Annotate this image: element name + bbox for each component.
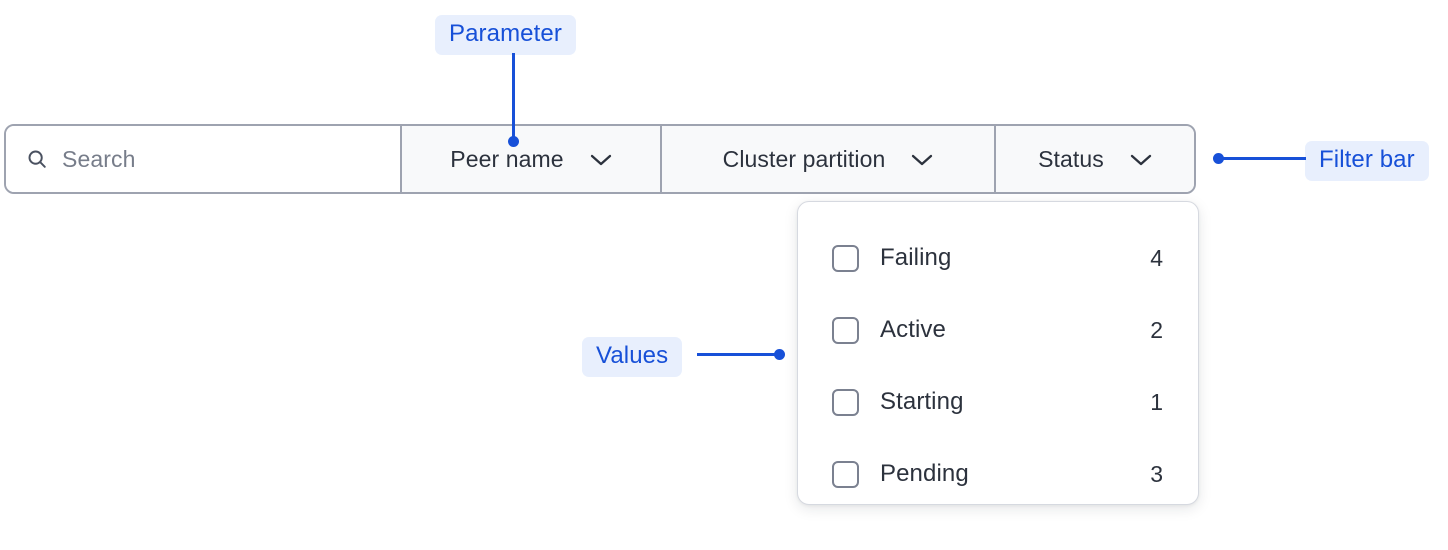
- cluster-partition-dropdown-label: Cluster partition: [722, 145, 886, 172]
- list-item-count: 4: [1150, 244, 1163, 271]
- search-field[interactable]: Search: [6, 126, 402, 192]
- annotation-values: Values: [582, 337, 683, 377]
- list-item-label: Failing: [880, 244, 952, 271]
- annotation-filter-bar: Filter bar: [1305, 141, 1429, 181]
- filter-bar: Search Peer name Cluster partition Statu…: [4, 124, 1196, 194]
- list-item[interactable]: Failing 4: [798, 222, 1198, 294]
- checkbox-failing[interactable]: [832, 244, 859, 272]
- list-item-label: Starting: [880, 388, 964, 415]
- annotation-dot-parameter: [508, 136, 519, 147]
- annotation-leader-values: [697, 353, 779, 356]
- list-item-label: Pending: [880, 460, 969, 487]
- annotation-parameter: Parameter: [435, 15, 576, 55]
- search-icon: [26, 148, 48, 170]
- list-item-label: Active: [880, 316, 946, 343]
- status-dropdown-panel: Failing 4 Active 2 Starting 1 Pending 3: [797, 201, 1199, 505]
- annotation-leader-parameter: [512, 53, 515, 141]
- list-item-count: 3: [1150, 460, 1163, 487]
- list-item-count: 1: [1150, 388, 1163, 415]
- annotation-leader-filter-bar: [1223, 157, 1306, 160]
- chevron-down-icon: [590, 153, 612, 166]
- checkbox-active[interactable]: [832, 316, 859, 344]
- peer-name-dropdown-label: Peer name: [450, 145, 564, 172]
- annotation-dot-values: [774, 349, 785, 360]
- list-item[interactable]: Starting 1: [798, 366, 1198, 438]
- status-dropdown-label: Status: [1038, 145, 1104, 172]
- chevron-down-icon: [911, 153, 933, 166]
- peer-name-dropdown[interactable]: Peer name: [402, 126, 662, 192]
- status-dropdown[interactable]: Status: [996, 126, 1194, 192]
- list-item[interactable]: Active 2: [798, 294, 1198, 366]
- chevron-down-icon: [1130, 153, 1152, 166]
- annotation-dot-filter-bar: [1213, 153, 1224, 164]
- list-item[interactable]: Pending 3: [798, 438, 1198, 510]
- checkbox-starting[interactable]: [832, 388, 859, 416]
- search-placeholder: Search: [62, 145, 136, 172]
- checkbox-pending[interactable]: [832, 460, 859, 488]
- cluster-partition-dropdown[interactable]: Cluster partition: [662, 126, 996, 192]
- list-item-count: 2: [1150, 316, 1163, 343]
